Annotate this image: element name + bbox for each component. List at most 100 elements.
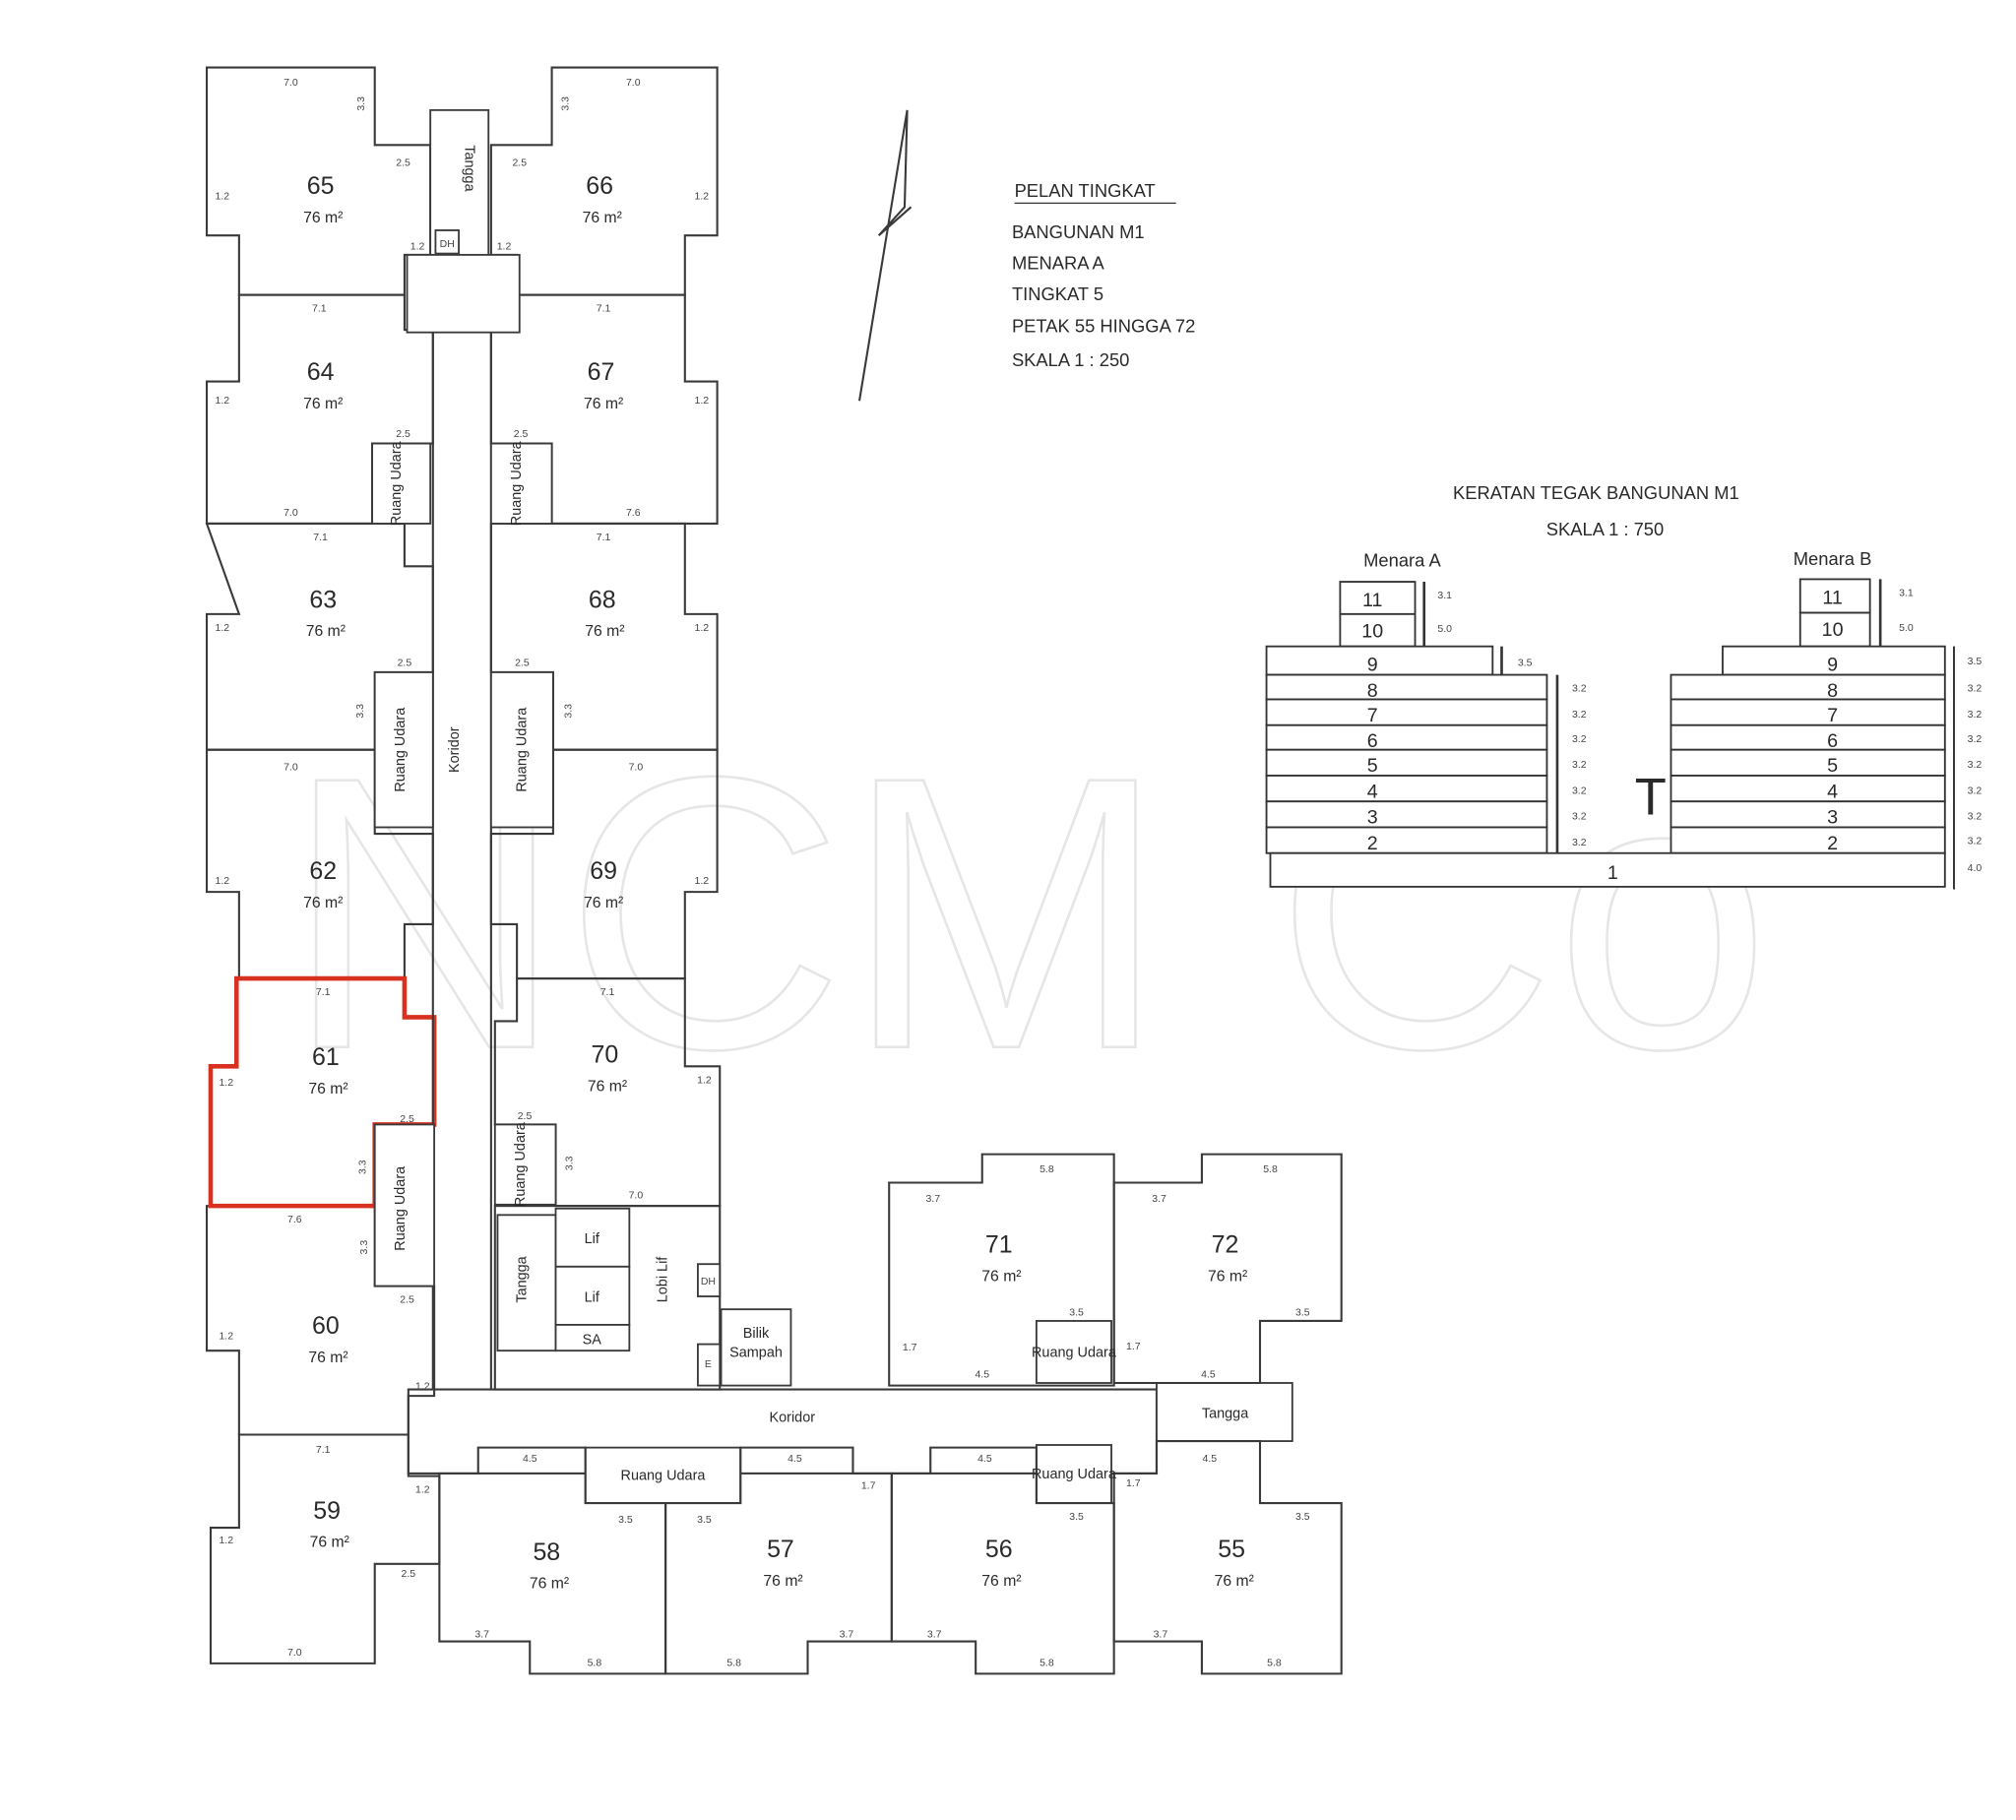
svg-text:4.0: 4.0 bbox=[1968, 862, 1983, 874]
svg-text:Lobi Lif: Lobi Lif bbox=[655, 1256, 670, 1303]
svg-text:76 m²: 76 m² bbox=[303, 895, 343, 911]
svg-text:3.2: 3.2 bbox=[1572, 759, 1587, 771]
svg-text:TINGKAT 5: TINGKAT 5 bbox=[1012, 283, 1103, 304]
room-labels: Tangga DH Koridor Koridor Tangga Tangga … bbox=[389, 145, 1249, 1483]
svg-text:Ruang Udara: Ruang Udara bbox=[389, 440, 405, 526]
svg-text:65: 65 bbox=[307, 172, 335, 200]
svg-text:3: 3 bbox=[1827, 807, 1838, 829]
svg-text:1.2: 1.2 bbox=[216, 190, 230, 202]
svg-text:3.5: 3.5 bbox=[1069, 1307, 1084, 1319]
svg-text:2: 2 bbox=[1367, 833, 1378, 854]
svg-text:2.5: 2.5 bbox=[396, 428, 410, 440]
svg-text:2.5: 2.5 bbox=[398, 657, 412, 668]
svg-text:KERATAN TEGAK BANGUNAN M1: KERATAN TEGAK BANGUNAN M1 bbox=[1453, 482, 1739, 503]
svg-text:3.3: 3.3 bbox=[358, 1240, 370, 1255]
svg-text:3.2: 3.2 bbox=[1572, 784, 1587, 796]
svg-text:1.2: 1.2 bbox=[697, 1074, 712, 1086]
svg-text:2.5: 2.5 bbox=[396, 157, 410, 168]
svg-text:PELAN TINGKAT: PELAN TINGKAT bbox=[1015, 180, 1156, 201]
svg-text:Tangga: Tangga bbox=[462, 145, 477, 192]
svg-text:11: 11 bbox=[1362, 590, 1382, 611]
core-elements bbox=[371, 108, 1293, 1505]
svg-text:76 m²: 76 m² bbox=[583, 210, 622, 226]
svg-text:58: 58 bbox=[533, 1538, 560, 1566]
svg-text:5.0: 5.0 bbox=[1899, 622, 1914, 634]
svg-text:3.2: 3.2 bbox=[1968, 733, 1983, 745]
svg-text:7.0: 7.0 bbox=[629, 1189, 644, 1201]
svg-text:1.2: 1.2 bbox=[219, 1535, 233, 1546]
svg-text:76 m²: 76 m² bbox=[530, 1576, 569, 1593]
svg-text:Ruang Udara: Ruang Udara bbox=[621, 1468, 707, 1483]
svg-text:3.2: 3.2 bbox=[1968, 759, 1983, 771]
svg-text:3.2: 3.2 bbox=[1572, 683, 1587, 695]
svg-text:4.5: 4.5 bbox=[977, 1453, 992, 1465]
svg-text:4.5: 4.5 bbox=[788, 1453, 802, 1465]
svg-text:3.2: 3.2 bbox=[1968, 784, 1983, 796]
svg-text:7.0: 7.0 bbox=[626, 77, 641, 89]
svg-text:1.2: 1.2 bbox=[216, 395, 230, 407]
svg-text:3.3: 3.3 bbox=[562, 704, 574, 719]
svg-text:7.1: 7.1 bbox=[597, 303, 611, 315]
svg-text:76 m²: 76 m² bbox=[310, 1535, 349, 1551]
svg-text:Ruang Udara: Ruang Udara bbox=[1032, 1467, 1117, 1482]
unit-66: 66 76 m² bbox=[583, 172, 622, 226]
svg-text:4: 4 bbox=[1367, 781, 1378, 802]
svg-text:64: 64 bbox=[307, 358, 335, 386]
svg-text:2.5: 2.5 bbox=[518, 1110, 533, 1122]
svg-text:5.8: 5.8 bbox=[1040, 1163, 1054, 1175]
svg-text:3.5: 3.5 bbox=[1295, 1307, 1310, 1319]
svg-text:76 m²: 76 m² bbox=[588, 1078, 627, 1095]
svg-text:3.5: 3.5 bbox=[697, 1514, 712, 1526]
svg-text:3.3: 3.3 bbox=[354, 704, 366, 719]
svg-text:57: 57 bbox=[767, 1536, 794, 1563]
svg-text:2.5: 2.5 bbox=[400, 1294, 414, 1306]
svg-text:3.5: 3.5 bbox=[1295, 1511, 1310, 1523]
svg-text:Ruang Udara: Ruang Udara bbox=[513, 1121, 529, 1207]
svg-text:3.1: 3.1 bbox=[1899, 587, 1914, 598]
dimension-labels: 7.0 7.0 3.3 3.3 3.3 3.3 3.3 3.3 3.3 2.5 … bbox=[216, 77, 1310, 1669]
svg-text:7.6: 7.6 bbox=[287, 1214, 302, 1225]
svg-text:7.0: 7.0 bbox=[284, 77, 298, 89]
svg-text:76 m²: 76 m² bbox=[584, 396, 623, 412]
svg-text:Bilik: Bilik bbox=[743, 1326, 770, 1342]
svg-text:70: 70 bbox=[592, 1040, 619, 1068]
svg-text:MENARA A: MENARA A bbox=[1012, 252, 1105, 273]
svg-text:DH: DH bbox=[701, 1276, 716, 1287]
svg-text:1.2: 1.2 bbox=[695, 395, 710, 407]
svg-text:76 m²: 76 m² bbox=[981, 1573, 1021, 1590]
svg-text:3: 3 bbox=[1367, 807, 1378, 829]
svg-text:3.5: 3.5 bbox=[1518, 657, 1533, 668]
svg-text:7.1: 7.1 bbox=[313, 532, 328, 543]
svg-text:E: E bbox=[705, 1358, 712, 1370]
svg-text:Sampah: Sampah bbox=[729, 1346, 783, 1361]
svg-text:6: 6 bbox=[1367, 730, 1378, 752]
svg-text:8: 8 bbox=[1827, 680, 1838, 702]
svg-text:66: 66 bbox=[586, 172, 613, 200]
svg-text:7: 7 bbox=[1827, 705, 1838, 726]
svg-text:1: 1 bbox=[1607, 862, 1618, 884]
svg-text:3.7: 3.7 bbox=[840, 1629, 854, 1641]
svg-text:1.2: 1.2 bbox=[695, 190, 710, 202]
svg-text:3.7: 3.7 bbox=[926, 1193, 941, 1205]
svg-text:4.5: 4.5 bbox=[1202, 1453, 1217, 1465]
svg-text:Ruang Udara: Ruang Udara bbox=[1032, 1346, 1117, 1361]
svg-text:7.1: 7.1 bbox=[597, 532, 611, 543]
svg-text:3.2: 3.2 bbox=[1572, 811, 1587, 823]
svg-text:10: 10 bbox=[1822, 619, 1844, 641]
svg-text:Menara B: Menara B bbox=[1794, 548, 1872, 569]
svg-text:63: 63 bbox=[309, 586, 337, 613]
section-drawing: KERATAN TEGAK BANGUNAN M1 SKALA 1 : 750 … bbox=[1265, 482, 1983, 890]
svg-text:7: 7 bbox=[1367, 705, 1378, 726]
svg-text:3.7: 3.7 bbox=[474, 1629, 489, 1641]
svg-text:3.1: 3.1 bbox=[1437, 590, 1452, 601]
